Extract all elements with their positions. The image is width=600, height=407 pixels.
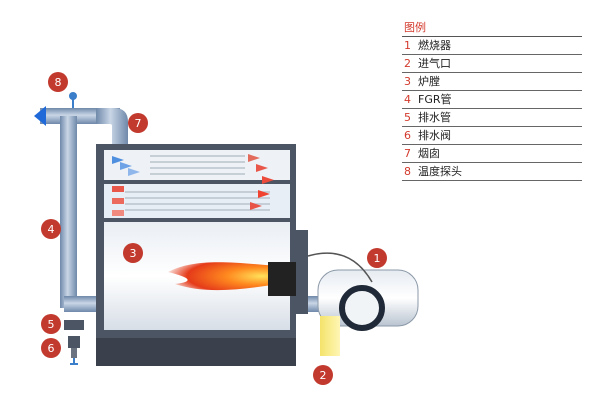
drain-pipe: [64, 320, 84, 330]
flame: [168, 262, 278, 291]
callout-3-label: 3: [130, 247, 137, 260]
callout-4-label: 4: [48, 223, 55, 236]
legend-item-number: 3: [404, 75, 411, 88]
drain-assembly: [64, 320, 84, 365]
legend-rows: 1 燃烧器 2 进气口 3 炉膛 4 FGR管 5 排水管 6 排水阀 7 烟囱 8 温度探头: [402, 37, 582, 181]
legend-item: 4 FGR管: [402, 91, 582, 109]
callout-6-label: 6: [48, 342, 55, 355]
callout-5-label: 5: [48, 318, 55, 331]
callout-7: 7: [128, 113, 148, 133]
legend-item-label: 烟囱: [418, 147, 440, 160]
callout-5: 5: [41, 314, 61, 334]
callout-2: 2: [313, 365, 333, 385]
legend-item: 6 排水阀: [402, 127, 582, 145]
boiler-body: [96, 144, 308, 366]
boiler-base: [96, 338, 296, 366]
callout-1-label: 1: [374, 252, 381, 265]
drain-valve-stem: [71, 348, 77, 358]
legend-title: 图例: [402, 20, 582, 37]
tube-bank: [125, 155, 270, 211]
callout-3: 3: [123, 243, 143, 263]
legend-item-label: 炉膛: [418, 75, 440, 88]
legend-item: 7 烟囱: [402, 145, 582, 163]
chimney-elbow: [96, 108, 128, 150]
callout-7-label: 7: [135, 117, 142, 130]
legend-item-number: 4: [404, 93, 411, 106]
outlet-arrow-icon: [34, 106, 46, 126]
air-inlet-duct: [320, 316, 340, 356]
callout-2-label: 2: [320, 369, 327, 382]
legend-item-label: 排水管: [418, 111, 451, 124]
legend-item-label: 温度探头: [418, 165, 462, 178]
legend-item-number: 6: [404, 129, 411, 142]
callout-1: 1: [367, 248, 387, 268]
callout-8-label: 8: [55, 76, 62, 89]
fgr-pipe-vertical: [60, 116, 77, 308]
heat-flow-arrows: [112, 154, 274, 216]
callout-8: 8: [48, 72, 68, 92]
legend-item-label: FGR管: [418, 93, 452, 106]
temperature-probe-icon: [69, 92, 77, 108]
drain-valve-body: [68, 336, 80, 348]
top-flue-pass: [104, 150, 290, 180]
drain-outlet-icon: [70, 358, 78, 365]
legend-item-number: 8: [404, 165, 411, 178]
legend-item-label: 进气口: [418, 57, 451, 70]
callout-6: 6: [41, 338, 61, 358]
legend-item-number: 5: [404, 111, 411, 124]
burner: [296, 230, 419, 356]
callout-4: 4: [41, 219, 61, 239]
legend-item-label: 排水阀: [418, 129, 451, 142]
legend-item: 5 排水管: [402, 109, 582, 127]
burner-fan: [339, 285, 385, 331]
legend-item-number: 7: [404, 147, 411, 160]
middle-flue-pass: [104, 184, 290, 218]
legend-item-number: 1: [404, 39, 411, 52]
legend-item-label: 燃烧器: [418, 39, 451, 52]
legend-item: 1 燃烧器: [402, 37, 582, 55]
legend: 图例 1 燃烧器 2 进气口 3 炉膛 4 FGR管 5 排水管 6 排水阀 7 烟囱 8 温度探头: [402, 20, 582, 181]
legend-item-number: 2: [404, 57, 411, 70]
legend-item: 8 温度探头: [402, 163, 582, 181]
burner-mount: [296, 230, 308, 314]
legend-item: 2 进气口: [402, 55, 582, 73]
legend-item: 3 炉膛: [402, 73, 582, 91]
burner-cable: [307, 252, 373, 283]
